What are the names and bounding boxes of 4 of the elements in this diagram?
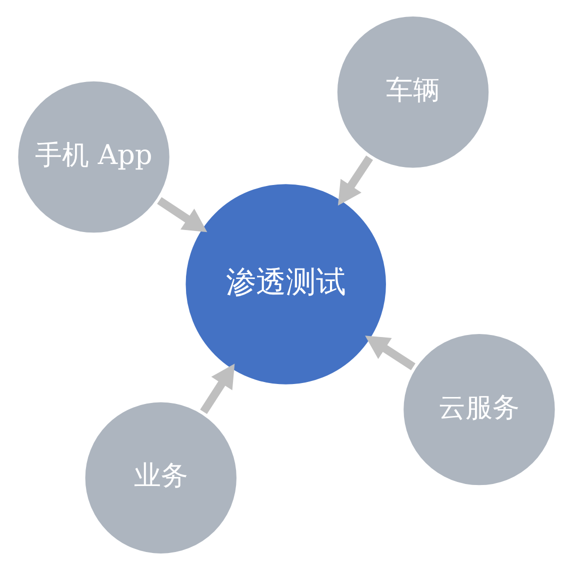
arrow bbox=[364, 336, 415, 370]
arrow bbox=[156, 197, 207, 232]
arrow bbox=[337, 155, 372, 206]
arrow bbox=[200, 364, 234, 414]
